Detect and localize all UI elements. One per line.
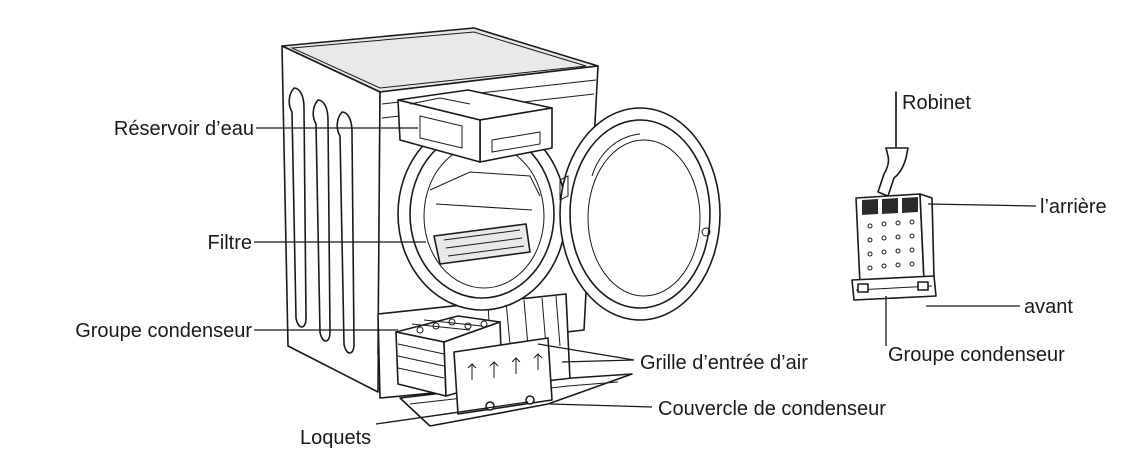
tap-spout — [877, 147, 909, 197]
leader-latches — [375, 401, 529, 425]
label-tap: Robinet — [902, 92, 971, 114]
condenser-perforations — [867, 219, 915, 271]
label-condenser-group-right: Groupe condenseur — [888, 344, 1065, 366]
lint-filter — [433, 223, 531, 265]
label-latches: Loquets — [300, 427, 371, 449]
leader-condenser-cover — [549, 403, 653, 408]
latch-marker-right — [525, 395, 535, 405]
leader-lines — [254, 92, 1037, 425]
dryer-side-panel — [281, 45, 381, 393]
label-condenser-cover: Couvercle de condenseur — [658, 398, 886, 420]
label-filter: Filtre — [208, 232, 252, 254]
label-condenser-group-left: Groupe condenseur — [75, 320, 252, 342]
label-rear: l’arrière — [1040, 196, 1107, 218]
labels: Réservoir d’eau Filtre Groupe condenseur… — [75, 92, 1106, 449]
condenser-unit — [395, 315, 553, 415]
leader-air-inlet-grille — [537, 343, 635, 363]
dryer-illustration — [281, 27, 721, 427]
open-door — [559, 107, 721, 321]
label-water-tank: Réservoir d’eau — [114, 118, 254, 140]
label-front: avant — [1024, 296, 1073, 318]
label-air-inlet-grille: Grille d’entrée d’air — [640, 352, 808, 374]
latch-marker-left — [485, 401, 495, 411]
side-panel-slats — [288, 87, 355, 354]
water-tank-drawer — [397, 89, 553, 163]
leader-rear — [927, 203, 1037, 207]
condenser-rinse-illustration — [851, 91, 937, 301]
